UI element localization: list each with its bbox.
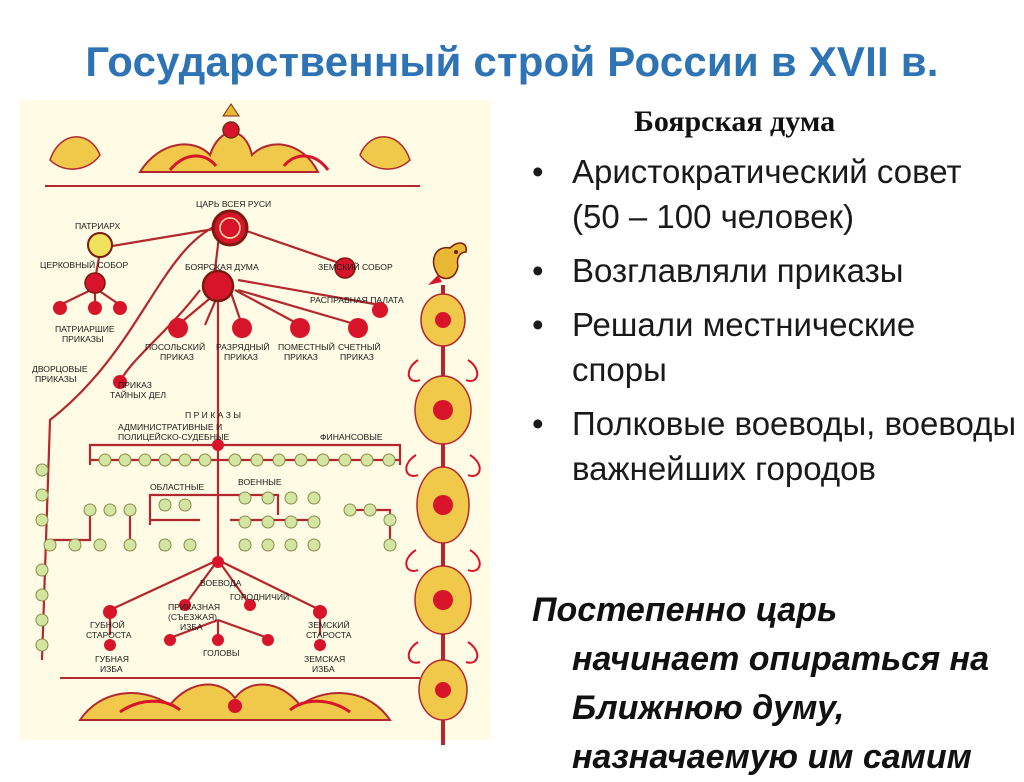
vertical-ornament xyxy=(398,230,488,750)
label-tayny-1: ПРИКАЗ xyxy=(118,380,152,390)
diagram-nodes xyxy=(53,209,388,451)
label-pomestny-2: ПРИКАЗ xyxy=(284,352,318,362)
church-council-node xyxy=(84,272,106,294)
section-heading: Боярская дума xyxy=(634,105,836,138)
bullet-list: • Аристократический совет (50 – 100 челов… xyxy=(528,149,1018,491)
slide-title: Государственный строй России в XVII в. xyxy=(85,38,939,85)
zemsky-sobor-node xyxy=(334,257,356,279)
conclusion-text: Постепенно царь начинает опираться на Бл… xyxy=(532,586,1012,782)
label-razryadny-2: ПРИКАЗ xyxy=(224,352,258,362)
list-item: • Аристократический совет (50 – 100 челов… xyxy=(528,149,1018,239)
bullet-marker: • xyxy=(532,252,544,289)
local-nodes xyxy=(103,556,327,651)
label-boyar-duma: БОЯРСКАЯ ДУМА xyxy=(185,262,259,272)
conclusion-line-rest: начинает опираться на Ближнюю думу, назн… xyxy=(572,640,989,776)
label-church-council: ЦЕРКОВНЫЙ СОБОР xyxy=(40,259,128,270)
label-posolsky-2: ПРИКАЗ xyxy=(160,352,194,362)
label-gubnaya-izba-1: ГУБНАЯ xyxy=(95,654,129,664)
bird-icon xyxy=(428,242,467,285)
label-schetny-1: СЧЕТНЫЙ xyxy=(338,341,381,352)
label-zemsky-starosta-2: СТАРОСТА xyxy=(306,630,352,640)
bullet-text: Аристократический совет (50 – 100 челове… xyxy=(572,153,962,235)
label-palace-prikazy-2: ПРИКАЗЫ xyxy=(35,374,77,384)
label-golovy: ГОЛОВЫ xyxy=(203,648,239,658)
label-prikaznaya-2: (СЪЕЗЖАЯ) xyxy=(168,612,217,622)
prikaz-nodes xyxy=(35,453,397,652)
bullet-marker: • xyxy=(532,306,544,343)
label-prikaznaya-3: ИЗБА xyxy=(180,622,203,632)
bottom-ornament xyxy=(60,677,420,721)
top-ornament xyxy=(45,103,420,187)
label-patriarch: ПАТРИАРХ xyxy=(75,221,120,231)
bullet-text: Полковые воеводы, воеводы важнейших горо… xyxy=(572,405,1017,487)
label-pomestny-1: ПОМЕСТНЫЙ xyxy=(278,341,335,352)
bullet-text: Решали местнические споры xyxy=(572,306,916,388)
label-admin-1: АДМИНИСТРАТИВНЫЕ И xyxy=(118,422,222,432)
label-patriarch-prikazy-1: ПАТРИАРШИЕ xyxy=(55,324,115,334)
label-gubnoy-starosta-1: ГУБНОЙ xyxy=(90,619,125,630)
label-razryadny-1: РАЗРЯДНЫЙ xyxy=(216,341,270,352)
label-zemsky-sobor: ЗЕМСКИЙ СОБОР xyxy=(318,261,393,272)
label-zemskaya-izba-1: ЗЕМСКАЯ xyxy=(304,654,345,664)
label-zemsky-starosta-1: ЗЕМСКИЙ xyxy=(308,619,350,630)
conclusion-line-1: Постепенно царь xyxy=(532,591,838,629)
label-tayny-2: ТАЙНЫХ ДЕЛ xyxy=(110,389,166,400)
label-patriarch-prikazy-2: ПРИКАЗЫ xyxy=(62,334,104,344)
tsar-node xyxy=(211,209,249,247)
label-prikazy: П Р И К А З Ы xyxy=(185,410,241,420)
label-prikaznaya-1: ПРИКАЗНАЯ xyxy=(168,602,220,612)
label-gubnoy-starosta-2: СТАРОСТА xyxy=(86,630,132,640)
right-text-panel: Боярская дума • Аристократический совет (… xyxy=(528,105,1018,500)
patriarch-node xyxy=(87,232,113,258)
bullet-marker: • xyxy=(532,153,544,190)
label-gubnaya-izba-2: ИЗБА xyxy=(100,664,123,674)
list-item: • Возглавляли приказы xyxy=(528,248,1018,293)
label-voevoda: ВОЕВОДА xyxy=(200,578,242,588)
label-tsar: ЦАРЬ ВСЕЯ РУСИ xyxy=(196,199,271,209)
label-schetny-2: ПРИКАЗ xyxy=(340,352,374,362)
diagram-labels: ЦАРЬ ВСЕЯ РУСИ ПАТРИАРХ ЦЕРКОВНЫЙ СОБОР … xyxy=(32,199,404,674)
label-posolsky-1: ПОСОЛЬСКИЙ xyxy=(145,341,205,352)
label-regional: ОБЛАСТНЫЕ xyxy=(150,482,204,492)
diagram-lines xyxy=(40,223,402,661)
bullet-marker: • xyxy=(532,405,544,442)
label-military: ВОЕННЫЕ xyxy=(238,477,282,487)
label-financial: ФИНАНСОВЫЕ xyxy=(320,432,383,442)
label-admin-2: ПОЛИЦЕЙСКО-СУДЕБНЫЕ xyxy=(118,431,230,442)
list-item: • Полковые воеводы, воеводы важнейших гор… xyxy=(528,401,1018,491)
boyar-duma-node xyxy=(201,269,235,303)
label-gorodnichy: ГОРОДНИЧИЙ xyxy=(230,591,289,602)
label-palace-prikazy-1: ДВОРЦОВЫЕ xyxy=(32,364,88,374)
bullet-text: Возглавляли приказы xyxy=(572,252,904,289)
label-zemskaya-izba-2: ИЗБА xyxy=(312,664,335,674)
label-rasprava: РАСПРАВНАЯ ПАЛАТА xyxy=(310,295,404,305)
list-item: • Решали местнические споры xyxy=(528,302,1018,392)
state-structure-diagram: ЦАРЬ ВСЕЯ РУСИ ПАТРИАРХ ЦЕРКОВНЫЙ СОБОР … xyxy=(20,100,490,740)
